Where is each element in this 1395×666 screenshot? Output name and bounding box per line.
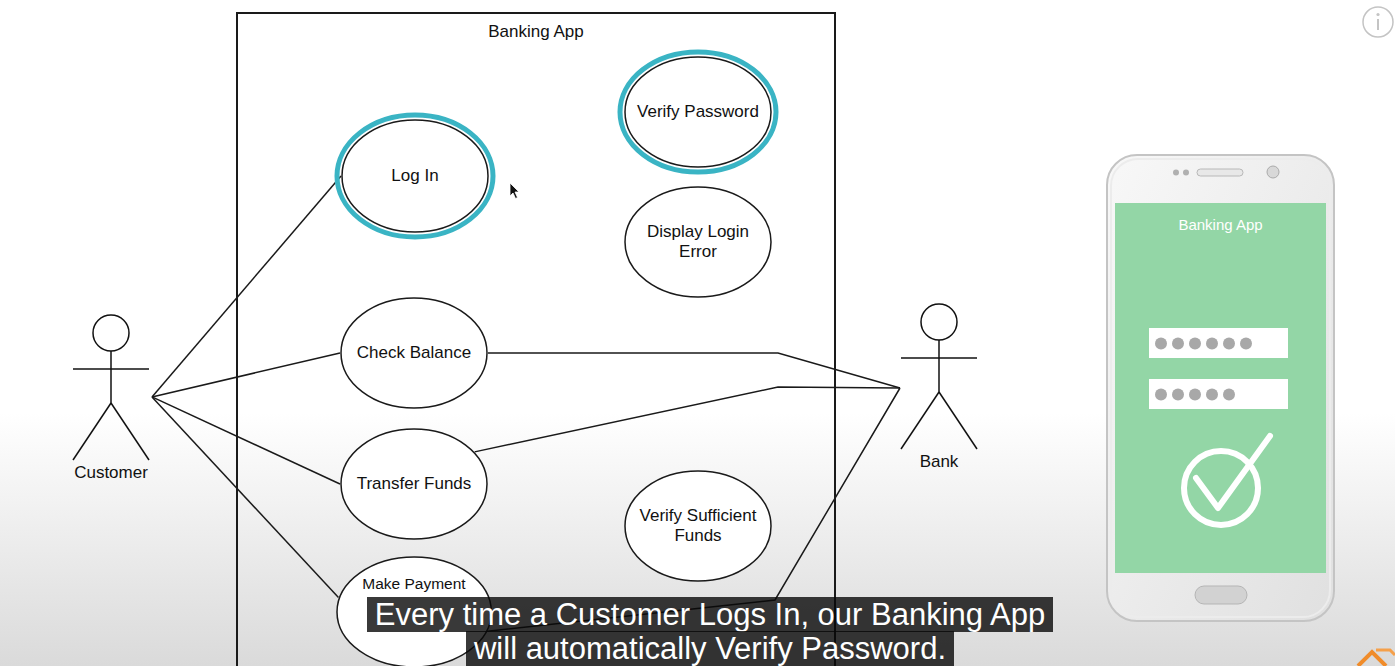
info-icon	[1376, 13, 1379, 16]
password-dot	[1155, 338, 1167, 350]
association-line	[488, 353, 900, 388]
video-subtitle-box: Every time a Customer Logs In, our Banki…	[360, 598, 1060, 666]
association-line	[487, 388, 900, 631]
screen-title-box: Banking App	[1115, 215, 1326, 235]
association-line	[152, 176, 341, 397]
input-field	[1149, 328, 1288, 358]
actor-figure: Customer	[70, 313, 152, 485]
boundary-title: Banking App	[238, 22, 834, 42]
video-subtitle: Every time a Customer Logs In, our Banki…	[367, 597, 1053, 666]
use-case-text: Display Login Error	[634, 222, 762, 262]
use-case-text: Log In	[351, 166, 479, 186]
password-dot	[1223, 389, 1235, 401]
stick-figure	[900, 302, 978, 474]
password-dot	[1223, 338, 1235, 350]
use-case-label: Make Payment	[350, 575, 478, 594]
password-dot	[1240, 338, 1252, 350]
use-case-outline	[341, 429, 487, 539]
screen-title: Banking App	[1178, 216, 1262, 233]
password-dot	[1189, 389, 1201, 401]
password-dot	[1172, 389, 1184, 401]
actor-leg	[73, 403, 111, 460]
info-icon	[1363, 7, 1393, 37]
use-case-label: Display Login Error	[634, 222, 762, 262]
system-boundary: Log In Verify PasswordDisplay Login Error…	[236, 12, 836, 666]
actor-body	[938, 340, 940, 392]
use-case-text: Verify Sufficient Funds	[634, 506, 762, 546]
use-case-text: Transfer Funds	[350, 474, 478, 494]
info-icon	[1377, 19, 1379, 30]
password-dot	[1155, 389, 1167, 401]
use-case-outline	[625, 471, 771, 581]
channel-logo	[1376, 650, 1395, 655]
use-case-label: Log In	[351, 166, 479, 186]
use-case-ellipse: Verify Sufficient Funds	[624, 470, 772, 582]
association-line	[152, 397, 340, 484]
actor-name: Bank	[900, 452, 978, 472]
actor-name: Customer	[70, 463, 152, 483]
actor-leg	[939, 392, 977, 449]
association-line	[152, 353, 340, 397]
use-case-text: Make Payment	[350, 575, 478, 594]
use-case-ellipse: Verify Password	[624, 56, 772, 168]
highlight-ring	[337, 115, 493, 237]
association-line	[475, 387, 900, 452]
actor-leg	[901, 392, 939, 449]
use-case-outline	[341, 298, 487, 408]
password-dot	[1189, 338, 1201, 350]
use-case-text: Verify Password	[634, 102, 762, 122]
check-circle	[1184, 451, 1258, 525]
channel-logo	[1358, 652, 1386, 666]
use-case-outline	[625, 57, 771, 167]
phone-sensor	[1183, 170, 1189, 176]
use-case-text: Check Balance	[350, 343, 478, 363]
password-dot	[1172, 338, 1184, 350]
phone-screen	[1115, 203, 1326, 573]
password-dot	[1206, 389, 1218, 401]
use-case-ellipse: Display Login Error	[624, 186, 772, 298]
use-case-outline	[342, 120, 488, 232]
actor-arms	[901, 357, 977, 359]
stick-figure	[70, 313, 152, 485]
use-case-ellipse: Check Balance	[340, 297, 488, 409]
phone-camera	[1267, 166, 1279, 178]
use-case-outline	[625, 187, 771, 297]
actor-head	[921, 304, 957, 340]
check-mark	[1196, 436, 1270, 508]
phone-bezel	[1111, 159, 1330, 617]
use-case-ellipse: Transfer Funds	[340, 428, 488, 540]
mouse-cursor	[510, 183, 519, 199]
input-field	[1149, 379, 1288, 409]
phone-sensor	[1173, 170, 1179, 176]
password-dot	[1206, 338, 1218, 350]
actor-figure: Bank	[900, 302, 978, 474]
use-case-label: Transfer Funds	[350, 474, 478, 494]
actor-arms	[73, 368, 149, 370]
use-case-label: Verify Password	[634, 102, 762, 122]
association-line	[152, 397, 338, 598]
home-button	[1195, 586, 1247, 604]
use-case-label: Check Balance	[350, 343, 478, 363]
use-case-ellipse: Log In	[341, 119, 489, 233]
highlight-ring	[620, 52, 776, 172]
actor-body	[110, 351, 112, 403]
use-case-label: Verify Sufficient Funds	[634, 506, 762, 546]
actor-leg	[111, 403, 149, 460]
actor-head	[93, 315, 129, 351]
phone-body	[1107, 155, 1334, 621]
phone-speaker	[1197, 169, 1243, 176]
